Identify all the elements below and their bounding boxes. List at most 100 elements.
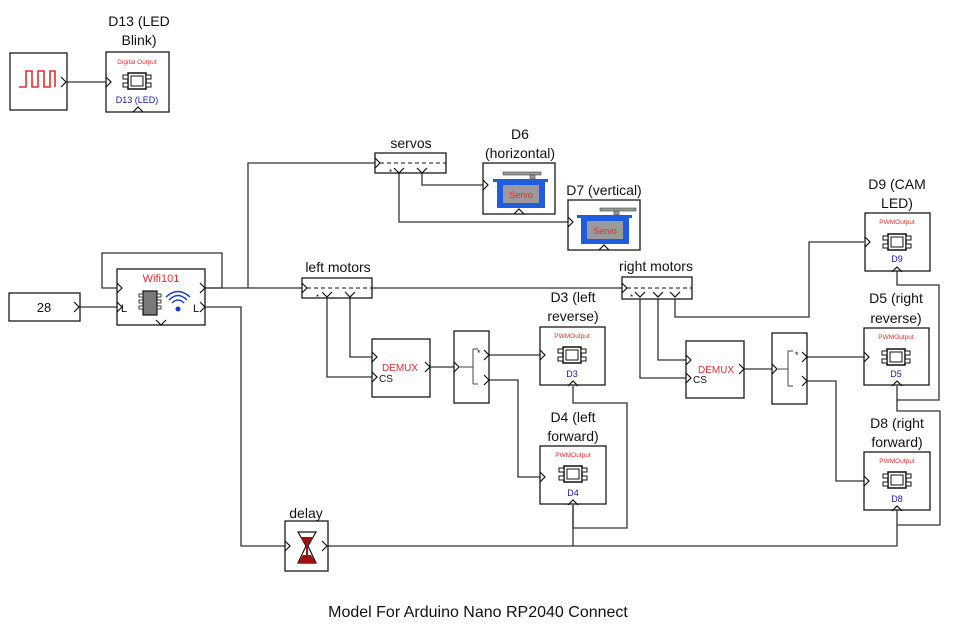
block-type: PWMOutput xyxy=(879,458,915,465)
trigger-port[interactable] xyxy=(513,208,525,215)
wire-rm-d9[interactable] xyxy=(674,241,864,318)
demux-right-block[interactable]: DEMUX CS xyxy=(685,340,745,399)
block-title: right motors xyxy=(619,258,693,274)
pulse-block[interactable] xyxy=(9,52,68,111)
hourglass-icon xyxy=(296,531,318,564)
pulse-generator-icon xyxy=(19,70,56,88)
output-port[interactable] xyxy=(483,374,490,386)
output-port[interactable] xyxy=(321,540,328,552)
input-port[interactable] xyxy=(453,361,460,373)
trigger-port[interactable] xyxy=(567,499,579,506)
block-title: DEMUX xyxy=(698,365,734,376)
output-port[interactable] xyxy=(738,363,745,375)
wire-switch-d8[interactable] xyxy=(807,380,864,482)
input-port[interactable] xyxy=(116,282,123,294)
switch-left-block[interactable]: * xyxy=(453,330,490,404)
servo-label: Servo xyxy=(509,190,533,200)
wire-servos-d7[interactable] xyxy=(398,173,568,223)
input-port[interactable] xyxy=(116,301,123,313)
input-port[interactable] xyxy=(621,282,628,294)
constant-block[interactable]: 28 xyxy=(8,292,81,322)
input-port[interactable] xyxy=(105,76,112,88)
cs-port[interactable] xyxy=(685,372,692,384)
d5-pwm-block[interactable]: D5 (right reverse) PWMOutput D5 xyxy=(863,290,930,387)
output-port[interactable] xyxy=(801,351,808,363)
servo-icon xyxy=(577,207,637,244)
input-port[interactable] xyxy=(371,351,378,363)
input-port[interactable] xyxy=(863,475,870,487)
wire-rm-demux-cs[interactable] xyxy=(639,297,686,379)
output-port[interactable] xyxy=(801,375,808,387)
wire-servos-d6[interactable] xyxy=(421,173,483,186)
output-port[interactable] xyxy=(652,291,664,298)
input-port[interactable] xyxy=(539,471,546,483)
d3-pwm-block[interactable]: D3 (left reverse) PWMOutput D3 xyxy=(539,289,606,387)
input-port[interactable] xyxy=(301,282,308,294)
wifi-block[interactable]: Wifi101 L L xyxy=(116,268,206,326)
input-port[interactable] xyxy=(685,354,692,366)
output-port[interactable] xyxy=(199,301,206,313)
input-port[interactable] xyxy=(539,349,546,361)
bottom-port[interactable] xyxy=(155,319,167,326)
output-port[interactable] xyxy=(416,167,428,174)
block-type: Digital Output xyxy=(117,59,157,66)
output-port[interactable] xyxy=(424,361,431,373)
input-port[interactable] xyxy=(771,363,778,375)
input-port[interactable] xyxy=(567,216,574,228)
output-port[interactable] xyxy=(483,349,490,361)
pin-label: D4 xyxy=(567,488,579,498)
trigger-port[interactable] xyxy=(891,505,903,512)
output-port[interactable] xyxy=(199,282,206,294)
block-title: D6 xyxy=(511,126,529,142)
input-port[interactable] xyxy=(863,351,870,363)
wire-delay-bus[interactable] xyxy=(327,505,898,547)
wire-switch-d4[interactable] xyxy=(489,379,540,478)
d8-pwm-block[interactable]: D8 (right forward) PWMOutput D8 xyxy=(863,415,931,512)
d9-pwm-block[interactable]: D9 (CAM LED) PWMOutput D9 xyxy=(864,176,931,273)
right-motors-splitter[interactable]: right motors * xyxy=(619,258,693,302)
d13-block[interactable]: D13 (LED Blink) Digital Output D13 (LED) xyxy=(105,13,170,113)
trigger-port[interactable] xyxy=(598,244,610,251)
switch-right-block[interactable]: * xyxy=(771,332,808,405)
input-port[interactable] xyxy=(864,236,871,248)
wire-wifi-delay[interactable] xyxy=(205,306,285,547)
output-port[interactable] xyxy=(73,301,80,313)
wire-lm-demux-cs[interactable] xyxy=(326,297,372,378)
input-port[interactable] xyxy=(482,179,489,191)
servos-splitter[interactable]: servos * xyxy=(374,135,447,177)
trigger-port[interactable] xyxy=(891,266,903,273)
wire-rm-demux[interactable] xyxy=(657,297,686,361)
wire-wifi-servos[interactable] xyxy=(247,162,375,288)
d6-servo-block[interactable]: D6 (horizontal) Servo xyxy=(482,126,556,215)
pin-label: D8 xyxy=(891,494,903,504)
output-port[interactable] xyxy=(60,76,67,88)
output-port[interactable] xyxy=(393,167,405,174)
trigger-port[interactable] xyxy=(567,380,579,387)
wires xyxy=(67,81,941,547)
left-motors-splitter[interactable]: left motors * xyxy=(301,259,373,302)
model-caption: Model For Arduino Nano RP2040 Connect xyxy=(328,604,628,621)
wire-d9-d5-loop[interactable] xyxy=(896,271,940,401)
trigger-port[interactable] xyxy=(891,380,903,387)
demux-left-block[interactable]: DEMUX CS xyxy=(371,338,431,398)
wire-lm-demux[interactable] xyxy=(349,297,372,358)
wire-d4-d3-loop[interactable] xyxy=(572,386,628,529)
input-port[interactable] xyxy=(374,157,381,169)
block-title: D4 (left xyxy=(550,409,595,425)
trigger-port[interactable] xyxy=(132,106,144,113)
servo-icon xyxy=(493,171,548,208)
output-port[interactable] xyxy=(344,291,356,298)
delay-block[interactable]: delay xyxy=(284,505,329,572)
output-port[interactable] xyxy=(321,291,333,298)
d4-pwm-block[interactable]: D4 (left forward) PWMOutput D4 xyxy=(539,409,607,506)
input-port[interactable] xyxy=(284,540,291,552)
d7-servo-block[interactable]: D7 (vertical) Servo xyxy=(566,182,642,251)
output-port[interactable] xyxy=(634,291,646,298)
output-port[interactable] xyxy=(669,291,681,298)
block-title: DEMUX xyxy=(382,363,418,374)
pin-label: D5 xyxy=(890,369,902,379)
wire-d5-d8-loop[interactable] xyxy=(896,400,941,526)
cs-port[interactable] xyxy=(371,371,378,383)
wifi-icon xyxy=(165,290,191,312)
cs-label: CS xyxy=(693,375,707,386)
